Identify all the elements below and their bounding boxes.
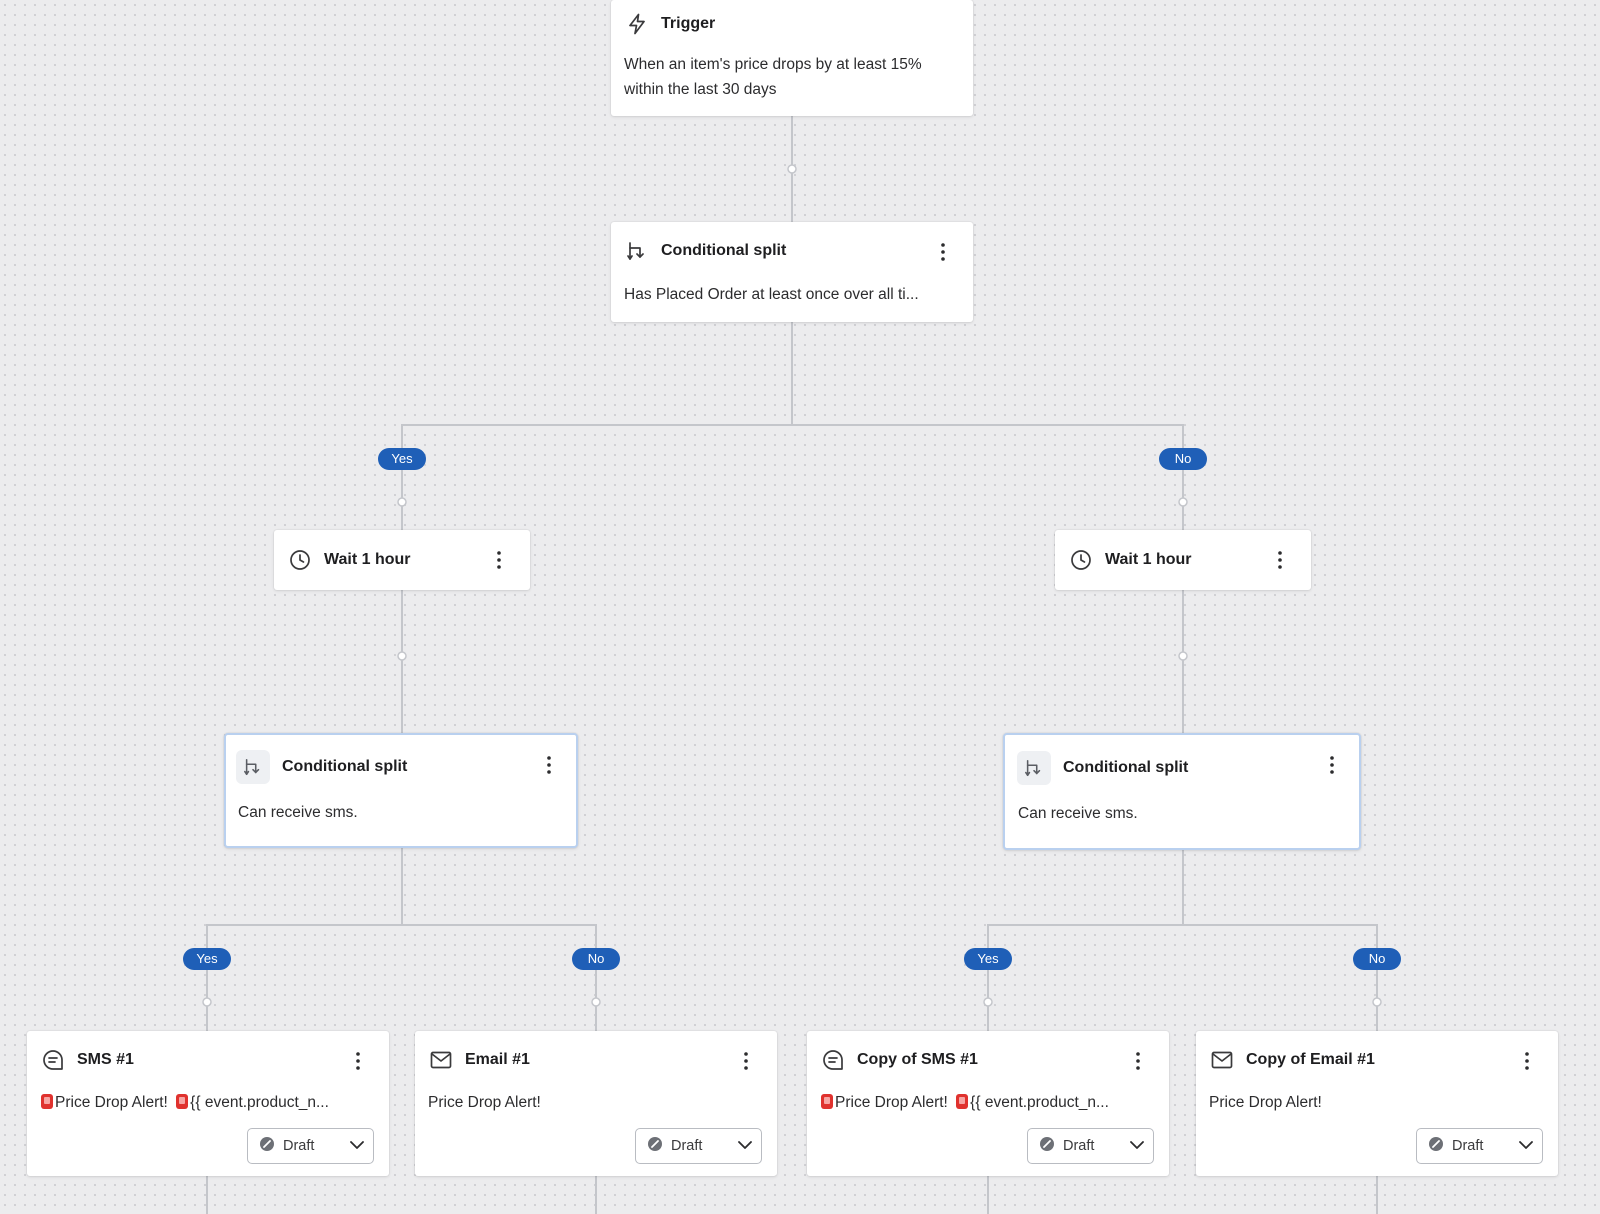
email-preview-text: Price Drop Alert! — [428, 1094, 541, 1111]
alert-emoji-icon — [176, 1094, 189, 1109]
split-description: Can receive sms. — [1018, 805, 1138, 822]
sms-node[interactable]: Copy of SMS #1 Price Drop Alert! {{ even… — [807, 1031, 1169, 1176]
branch-no-pill: No — [1159, 448, 1207, 470]
email-title: Copy of Email #1 — [1246, 1051, 1375, 1068]
more-options-icon[interactable] — [1128, 1047, 1148, 1075]
wait-title: Wait 1 hour — [1105, 551, 1192, 568]
sms-preview-text: Price Drop Alert! — [835, 1094, 948, 1111]
branch-yes-pill: Yes — [183, 948, 231, 970]
email-node[interactable]: Email #1 Price Drop Alert! Draft — [415, 1031, 777, 1176]
envelope-icon — [1210, 1048, 1234, 1072]
email-node[interactable]: Copy of Email #1 Price Drop Alert! Draft — [1196, 1031, 1558, 1176]
split-title: Conditional split — [282, 758, 408, 775]
status-dropdown[interactable]: Draft — [635, 1128, 762, 1164]
conditional-split-node[interactable]: Conditional split Can receive sms. — [1003, 733, 1361, 850]
sms-title: SMS #1 — [77, 1051, 134, 1068]
alert-emoji-icon — [956, 1094, 969, 1109]
chevron-down-icon — [1130, 1137, 1144, 1155]
chat-bubble-icon — [821, 1048, 845, 1072]
email-title: Email #1 — [465, 1051, 530, 1068]
status-label: Draft — [1063, 1138, 1095, 1154]
branch-no-pill: No — [572, 948, 620, 970]
status-label: Draft — [671, 1138, 703, 1154]
sms-title: Copy of SMS #1 — [857, 1051, 978, 1068]
chevron-down-icon — [738, 1137, 752, 1155]
more-options-icon[interactable] — [489, 546, 509, 574]
more-options-icon[interactable] — [1517, 1047, 1537, 1075]
alert-emoji-icon — [41, 1094, 53, 1109]
trigger-description-line1: When an item's price drops by at least 1… — [624, 56, 922, 73]
chevron-down-icon — [350, 1137, 364, 1155]
split-title: Conditional split — [661, 242, 787, 259]
wait-node[interactable]: Wait 1 hour — [1055, 530, 1311, 590]
clock-icon — [288, 548, 312, 572]
draft-status-icon — [1428, 1136, 1444, 1157]
status-label: Draft — [1452, 1138, 1484, 1154]
wait-node[interactable]: Wait 1 hour — [274, 530, 530, 590]
sms-preview-variable: {{ event.product_n... — [190, 1094, 329, 1111]
sms-preview-variable: {{ event.product_n... — [970, 1094, 1109, 1111]
envelope-icon — [429, 1048, 453, 1072]
status-dropdown[interactable]: Draft — [1027, 1128, 1154, 1164]
draft-status-icon — [259, 1136, 275, 1157]
chat-bubble-icon — [41, 1048, 65, 1072]
trigger-title: Trigger — [661, 15, 716, 32]
more-options-icon[interactable] — [348, 1047, 368, 1075]
trigger-description-line2: within the last 30 days — [624, 81, 777, 98]
split-icon — [1017, 751, 1051, 785]
split-icon — [236, 750, 270, 784]
more-options-icon[interactable] — [1270, 546, 1290, 574]
split-description: Has Placed Order at least once over all … — [624, 286, 919, 303]
status-label: Draft — [283, 1138, 315, 1154]
more-options-icon[interactable] — [1322, 751, 1342, 779]
split-title: Conditional split — [1063, 759, 1189, 776]
lightning-icon — [625, 12, 649, 36]
sms-node[interactable]: SMS #1 Price Drop Alert! {{ event.produc… — [27, 1031, 389, 1176]
sms-preview-text: Price Drop Alert! — [55, 1094, 168, 1111]
branch-yes-pill: Yes — [964, 948, 1012, 970]
conditional-split-node[interactable]: Conditional split Can receive sms. — [224, 733, 578, 848]
branch-no-pill: No — [1353, 948, 1401, 970]
branch-yes-pill: Yes — [378, 448, 426, 470]
clock-icon — [1069, 548, 1093, 572]
split-icon — [625, 239, 649, 263]
alert-emoji-icon — [821, 1094, 833, 1109]
status-dropdown[interactable]: Draft — [247, 1128, 374, 1164]
conditional-split-node[interactable]: Conditional split Has Placed Order at le… — [611, 222, 973, 322]
split-description: Can receive sms. — [238, 804, 358, 821]
more-options-icon[interactable] — [933, 238, 953, 266]
more-options-icon[interactable] — [539, 751, 559, 779]
draft-status-icon — [1039, 1136, 1055, 1157]
more-options-icon[interactable] — [736, 1047, 756, 1075]
chevron-down-icon — [1519, 1137, 1533, 1155]
wait-title: Wait 1 hour — [324, 551, 411, 568]
status-dropdown[interactable]: Draft — [1416, 1128, 1543, 1164]
trigger-node[interactable]: Trigger When an item's price drops by at… — [611, 0, 973, 116]
email-preview-text: Price Drop Alert! — [1209, 1094, 1322, 1111]
draft-status-icon — [647, 1136, 663, 1157]
